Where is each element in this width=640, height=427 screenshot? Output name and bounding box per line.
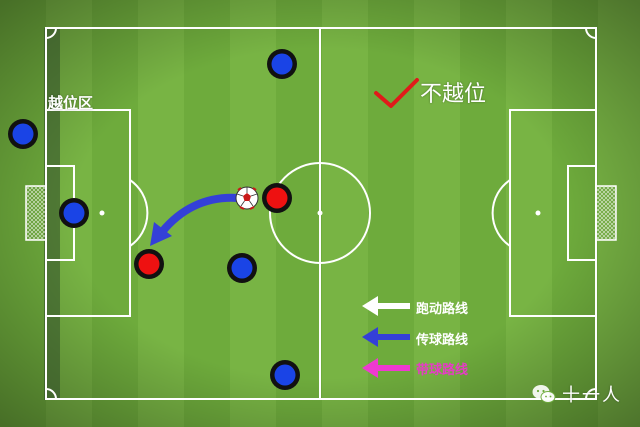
legend-pass-arrow: [362, 327, 410, 347]
blue-player: [59, 198, 89, 228]
watermark: 十一人: [532, 380, 622, 408]
offside-zone: [44, 28, 60, 400]
legend-run-arrow: [362, 296, 410, 316]
legend-run-label: 跑动路线: [416, 302, 469, 317]
legend-pass-label: 传球路线: [416, 333, 469, 348]
red-player: [134, 249, 164, 279]
checkmark-icon: [374, 78, 419, 108]
right-goal: [595, 185, 617, 241]
blue-player: [227, 253, 257, 283]
blue-player: [8, 119, 38, 149]
wechat-icon: [532, 385, 556, 403]
right-penalty-arc: [491, 179, 511, 247]
pass-route-arrow: [150, 193, 242, 246]
center-spot: [317, 210, 323, 216]
red-player: [262, 183, 292, 213]
blue-player: [270, 360, 300, 390]
right-penalty-spot: [535, 210, 541, 216]
left-penalty-spot: [99, 210, 105, 216]
legend-dribble-label: 带球路线: [416, 363, 469, 378]
soccer-ball-icon: [235, 186, 259, 210]
not-offside-label: 不越位: [420, 82, 487, 107]
legend-dribble-arrow: [362, 358, 410, 378]
blue-player: [267, 49, 297, 79]
offside-zone-label: 越位区: [48, 94, 94, 112]
watermark-text: 十一人: [562, 385, 622, 406]
left-goal: [25, 185, 47, 241]
center-circle: [269, 162, 371, 264]
left-penalty-arc: [129, 179, 149, 247]
